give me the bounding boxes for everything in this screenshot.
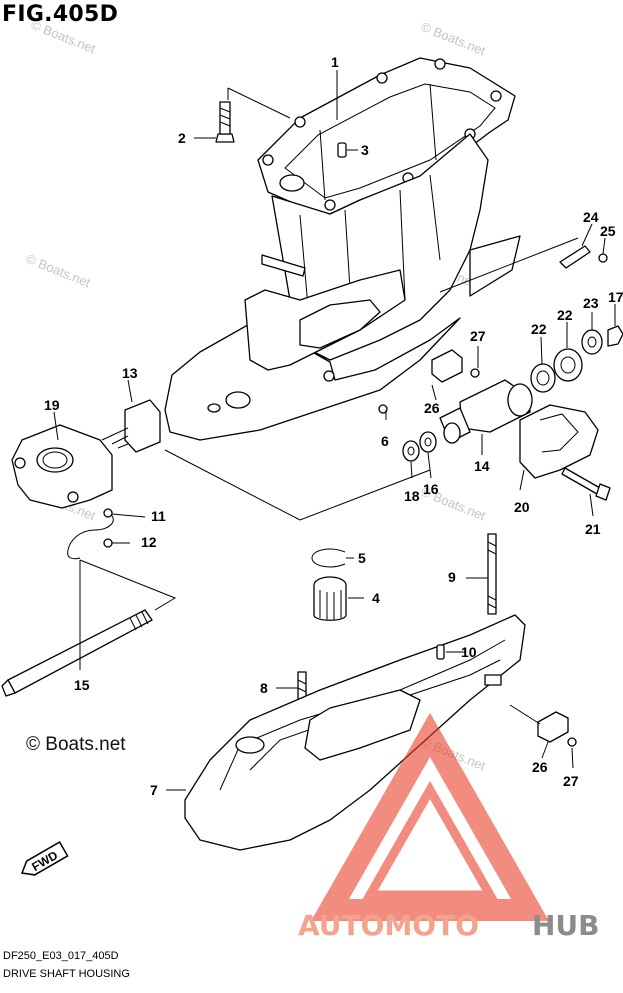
callout-22: 22 xyxy=(531,321,547,337)
figure-code: DF250_E03_017_405D xyxy=(3,950,119,962)
callout-12: 12 xyxy=(141,534,157,550)
callout-9: 9 xyxy=(448,569,456,585)
callout-3: 3 xyxy=(361,142,369,158)
watermark-text: © Boats.net xyxy=(419,19,488,59)
callout-5: 5 xyxy=(358,550,366,566)
brand-name-part-a: AUTOMOTO xyxy=(298,909,479,942)
figure-title: FIG.405D xyxy=(2,2,119,27)
callout-6: 6 xyxy=(381,433,389,449)
callout-27-lower: 27 xyxy=(563,773,579,789)
callout-16: 16 xyxy=(423,481,439,497)
hardware-right xyxy=(402,245,623,501)
callout-13: 13 xyxy=(122,365,138,381)
watermark-text: © Boats.net xyxy=(24,251,93,291)
fwd-arrow-icon: FWD xyxy=(20,841,69,876)
callout-21: 21 xyxy=(585,521,601,537)
callout-labels: 1 2 3 4 5 6 7 8 9 10 11 12 13 14 15 16 1… xyxy=(44,54,623,798)
callout-4: 4 xyxy=(372,590,380,606)
callout-19: 19 xyxy=(44,397,60,413)
callout-18: 18 xyxy=(404,488,420,504)
callout-27: 27 xyxy=(470,328,486,344)
figure-name: DRIVE SHAFT HOUSING xyxy=(3,968,130,980)
callout-7: 7 xyxy=(150,782,158,798)
brand-name-part-b: HUB xyxy=(532,909,600,942)
callout-22-second: 22 xyxy=(557,307,573,323)
callout-11: 11 xyxy=(151,508,166,524)
callout-10: 10 xyxy=(461,644,477,660)
leader-lines xyxy=(53,70,616,791)
callout-26-lower: 26 xyxy=(532,759,548,775)
callout-25: 25 xyxy=(600,223,616,239)
drive-shaft-housing xyxy=(164,57,521,441)
callout-23: 23 xyxy=(583,295,599,311)
callout-8: 8 xyxy=(260,680,268,696)
callout-2: 2 xyxy=(178,130,186,146)
callout-26: 26 xyxy=(424,400,440,416)
callout-1: 1 xyxy=(331,54,339,70)
watermark-large: © Boats.net xyxy=(26,734,126,755)
callout-24: 24 xyxy=(583,209,599,225)
brand-logo-icon xyxy=(311,712,549,921)
callout-17: 17 xyxy=(608,289,623,305)
callout-20: 20 xyxy=(514,499,530,515)
callout-14: 14 xyxy=(474,458,490,474)
lower-housing xyxy=(184,533,577,851)
callout-15: 15 xyxy=(74,677,90,693)
